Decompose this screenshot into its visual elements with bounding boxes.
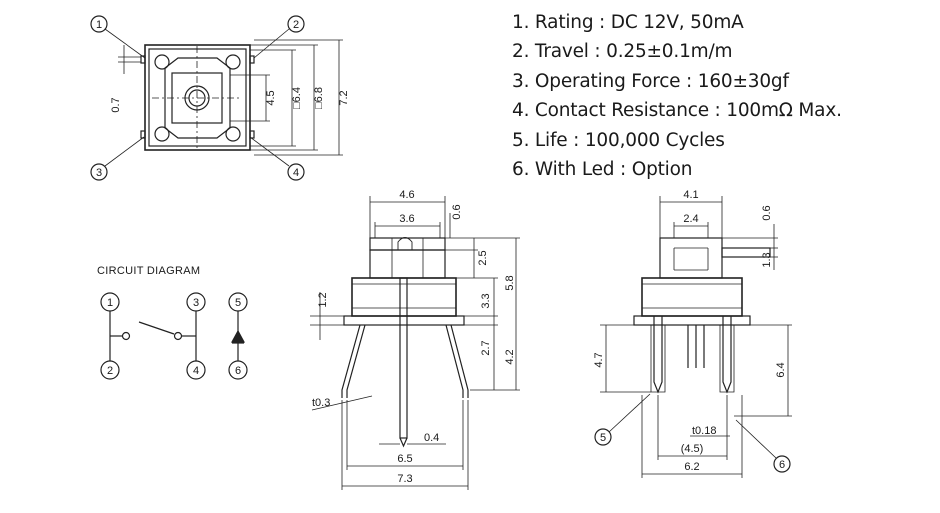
dim-2-7: 2.7 — [480, 340, 492, 355]
spec-contact-resistance: 4. Contact Resistance : 100mΩ Max. — [512, 100, 842, 122]
callout-2: 2 — [293, 19, 299, 31]
dim-4-1: 4.1 — [683, 189, 698, 201]
dim-7-2: 7.2 — [338, 90, 350, 105]
dim-0-4: 0.4 — [424, 432, 439, 444]
dim-4-5: 4.5 — [265, 90, 277, 105]
top-view — [90, 15, 343, 181]
circuit-pin-4: 4 — [193, 365, 199, 377]
dim-t0-3: t0.3 — [312, 397, 330, 409]
spec-travel: 2. Travel : 0.25±0.1m/m — [512, 41, 733, 63]
circuit-pin-3: 3 — [193, 297, 199, 309]
circuit-pin-5: 5 — [235, 297, 241, 309]
dim-4-7: 4.7 — [593, 352, 605, 367]
dim-4-5-side: (4.5) — [681, 443, 704, 455]
dim-1-3: 1.3 — [761, 252, 773, 267]
callout-4: 4 — [293, 167, 299, 179]
dim-6-5: 6.5 — [397, 453, 412, 465]
callout-1: 1 — [96, 19, 102, 31]
callout-5: 5 — [600, 432, 606, 444]
circuit-diagram — [100, 292, 248, 380]
spec-life: 5. Life : 100,000 Cycles — [512, 129, 725, 151]
spec-led: 6. With Led : Option — [512, 158, 693, 180]
dim-6-4: □6.4 — [291, 87, 303, 109]
circuit-diagram-title: CIRCUIT DIAGRAM — [97, 265, 200, 277]
dim-2-5: 2.5 — [477, 250, 489, 265]
dim-0-7: 0.7 — [110, 97, 122, 112]
spec-rating: 1. Rating : DC 12V, 50mA — [512, 12, 744, 33]
dim-4-2: 4.2 — [504, 349, 516, 364]
circuit-pin-1: 1 — [107, 297, 113, 309]
circuit-pin-2: 2 — [107, 365, 113, 377]
callout-3: 3 — [96, 167, 102, 179]
dim-6-4-side: 6.4 — [775, 362, 787, 377]
dim-0-6-front: 0.6 — [451, 204, 463, 219]
dim-7-3: 7.3 — [397, 473, 412, 485]
dim-4-6: 4.6 — [399, 189, 414, 201]
dim-3-3: 3.3 — [480, 293, 492, 308]
dim-5-8: 5.8 — [504, 275, 516, 290]
dim-1-2: 1.2 — [317, 292, 329, 307]
dim-0-6-side: 0.6 — [761, 205, 773, 220]
side-view — [594, 196, 792, 478]
front-view — [310, 196, 520, 490]
circuit-pin-6: 6 — [235, 365, 241, 377]
spec-operating-force: 3. Operating Force : 160±30gf — [512, 70, 789, 92]
dim-t0-18: t0.18 — [692, 425, 716, 437]
dim-6-2: 6.2 — [684, 461, 699, 473]
dim-2-4: 2.4 — [683, 213, 698, 225]
callout-6: 6 — [779, 459, 785, 471]
spec-list: 1. Rating : DC 12V, 50mA 2. Travel : 0.2… — [512, 8, 842, 184]
dim-3-6: 3.6 — [399, 213, 414, 225]
dim-6-8: □6.8 — [313, 87, 325, 109]
